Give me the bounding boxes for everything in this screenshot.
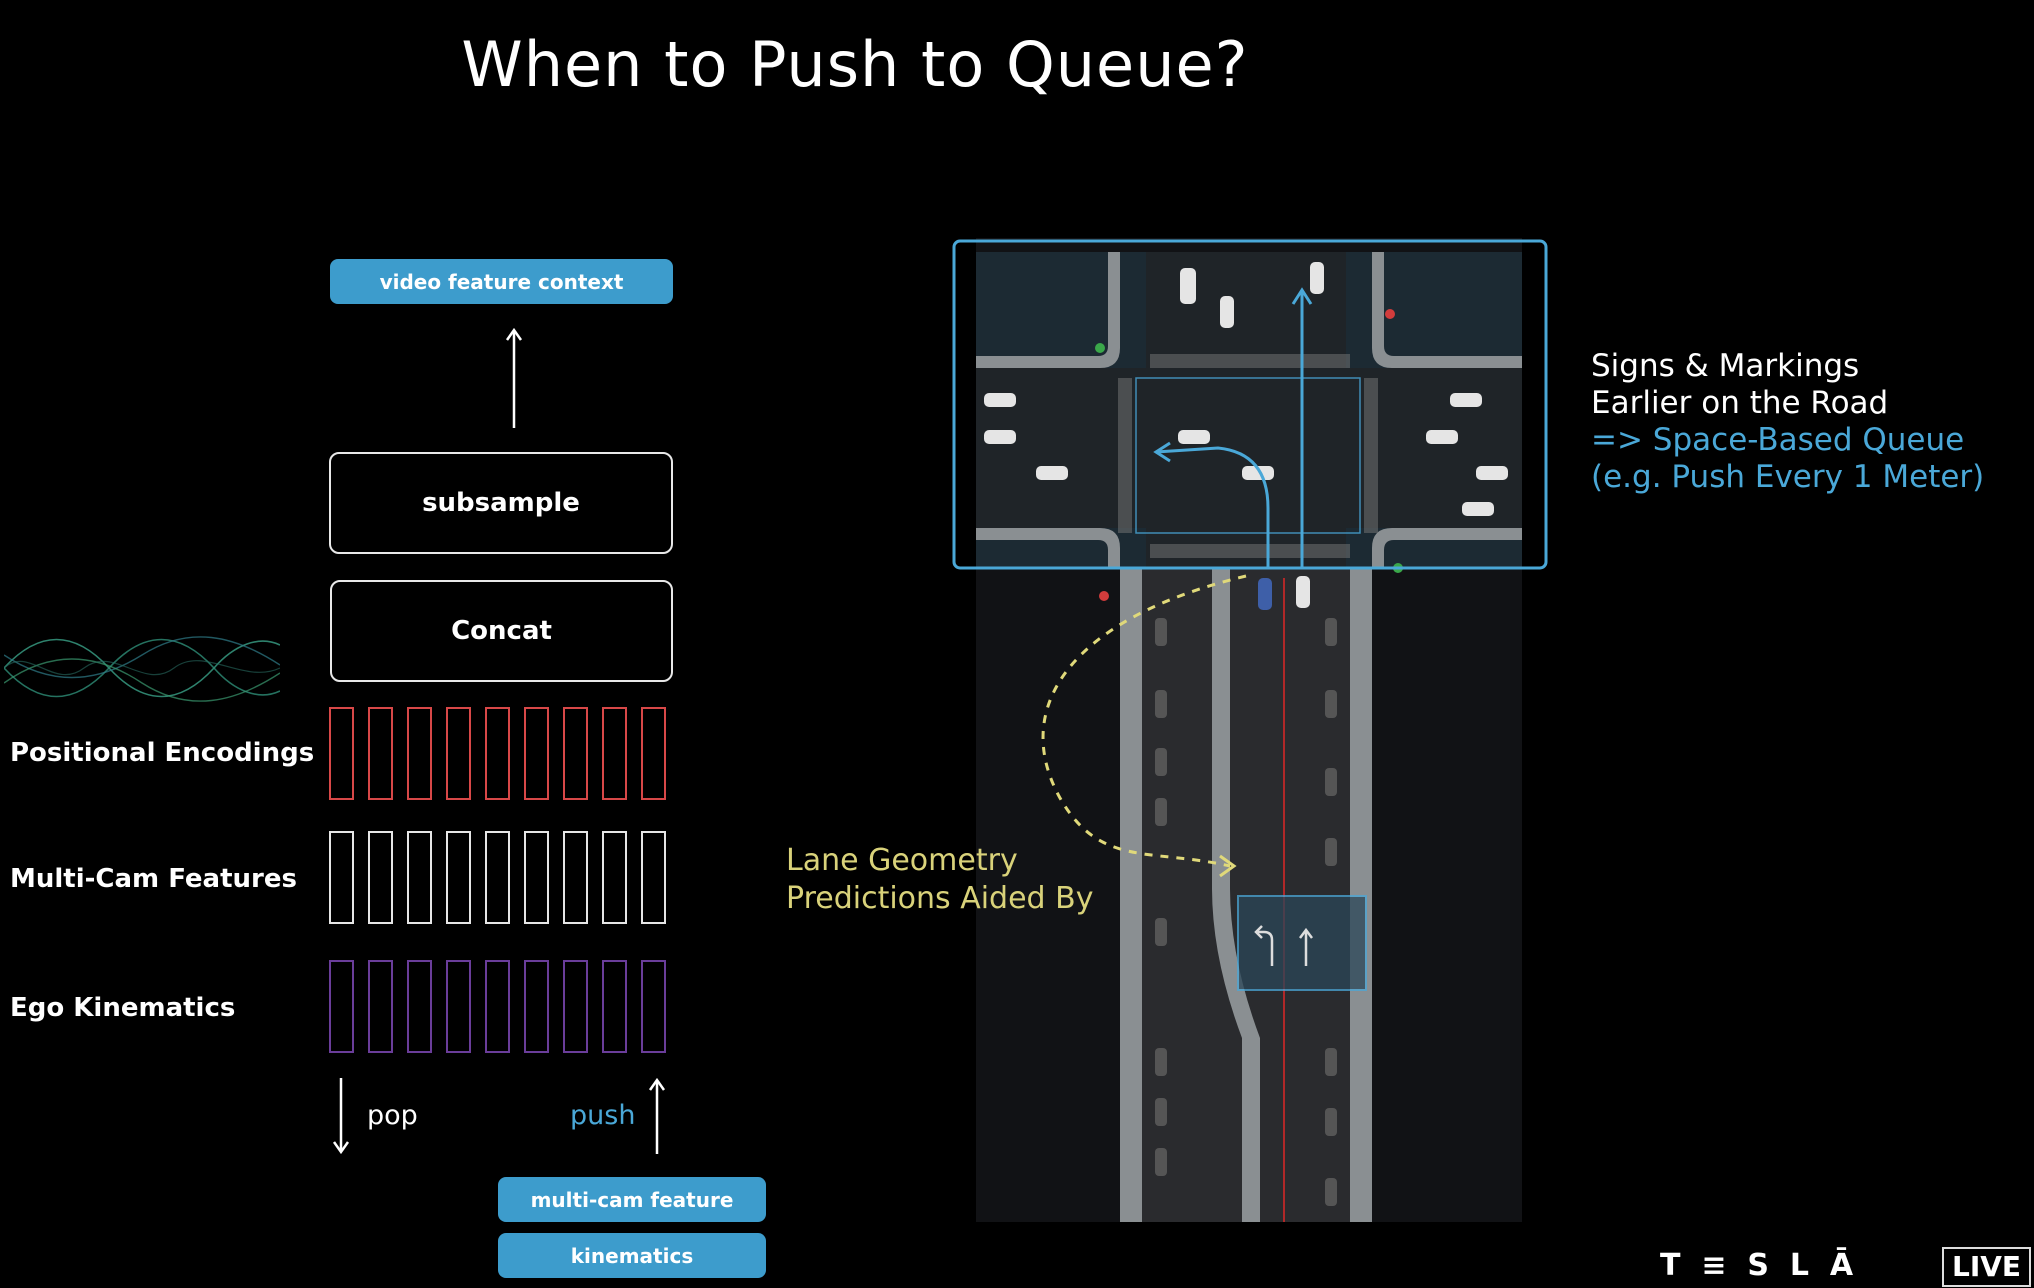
video-feature-context-pill: video feature context (330, 259, 673, 304)
kinematics-pill: kinematics (498, 1233, 766, 1278)
multicam-cell (446, 831, 471, 924)
multicam-cell (602, 831, 627, 924)
positional-encodings-label: Positional Encodings (10, 738, 315, 768)
multicam-cell (329, 831, 354, 924)
queue-line-1: => Space-Based Queue (1591, 422, 1965, 458)
ego-kinematics-cells (329, 960, 674, 1055)
road-map-illustration (952, 238, 1548, 1222)
signs-annotation: Signs & Markings Earlier on the Road => … (1591, 348, 1984, 496)
ego-cell (641, 960, 666, 1053)
positional-cell (563, 707, 588, 800)
positional-cell (446, 707, 471, 800)
lane-line-2: Predictions Aided By (786, 881, 1094, 916)
multicam-cell (524, 831, 549, 924)
sine-wave-icon (4, 636, 280, 702)
positional-cell (329, 707, 354, 800)
ego-cell (329, 960, 354, 1053)
arrow-up-icon (505, 327, 523, 428)
signs-line-2: Earlier on the Road (1591, 385, 1889, 421)
ego-cell (446, 960, 471, 1053)
multi-cam-feature-pill: multi-cam feature (498, 1177, 766, 1222)
multicam-cell (485, 831, 510, 924)
ego-cell (368, 960, 393, 1053)
positional-cell (641, 707, 666, 800)
pop-label: pop (367, 1100, 418, 1131)
queue-line-2: (e.g. Push Every 1 Meter) (1591, 459, 1985, 495)
ego-cell (563, 960, 588, 1053)
live-badge: LIVE (1942, 1247, 2032, 1287)
push-arrow-icon (648, 1077, 666, 1154)
positional-encodings-cells (329, 707, 674, 802)
concat-box: Concat (330, 580, 673, 682)
multicam-cell (368, 831, 393, 924)
subsample-box: subsample (329, 452, 673, 554)
multicam-cell (641, 831, 666, 924)
page-title: When to Push to Queue? (461, 28, 1249, 101)
positional-cell (602, 707, 627, 800)
ego-cell (407, 960, 432, 1053)
ego-cell (602, 960, 627, 1053)
multi-cam-features-label: Multi-Cam Features (10, 864, 297, 894)
tesla-logo: T ≡ S L Ā (1660, 1248, 1854, 1283)
positional-cell (407, 707, 432, 800)
positional-cell (368, 707, 393, 800)
multicam-cell (407, 831, 432, 924)
multicam-cell (563, 831, 588, 924)
positional-cell (485, 707, 510, 800)
ego-cell (524, 960, 549, 1053)
ego-cell (485, 960, 510, 1053)
positional-cell (524, 707, 549, 800)
pop-arrow-icon (332, 1078, 350, 1155)
push-label: push (570, 1100, 636, 1131)
lane-geometry-annotation: Lane Geometry Predictions Aided By (786, 842, 1093, 918)
signs-line-1: Signs & Markings (1591, 348, 1860, 384)
multi-cam-features-cells (329, 831, 674, 926)
lane-line-1: Lane Geometry (786, 843, 1018, 878)
ego-kinematics-label: Ego Kinematics (10, 993, 236, 1023)
